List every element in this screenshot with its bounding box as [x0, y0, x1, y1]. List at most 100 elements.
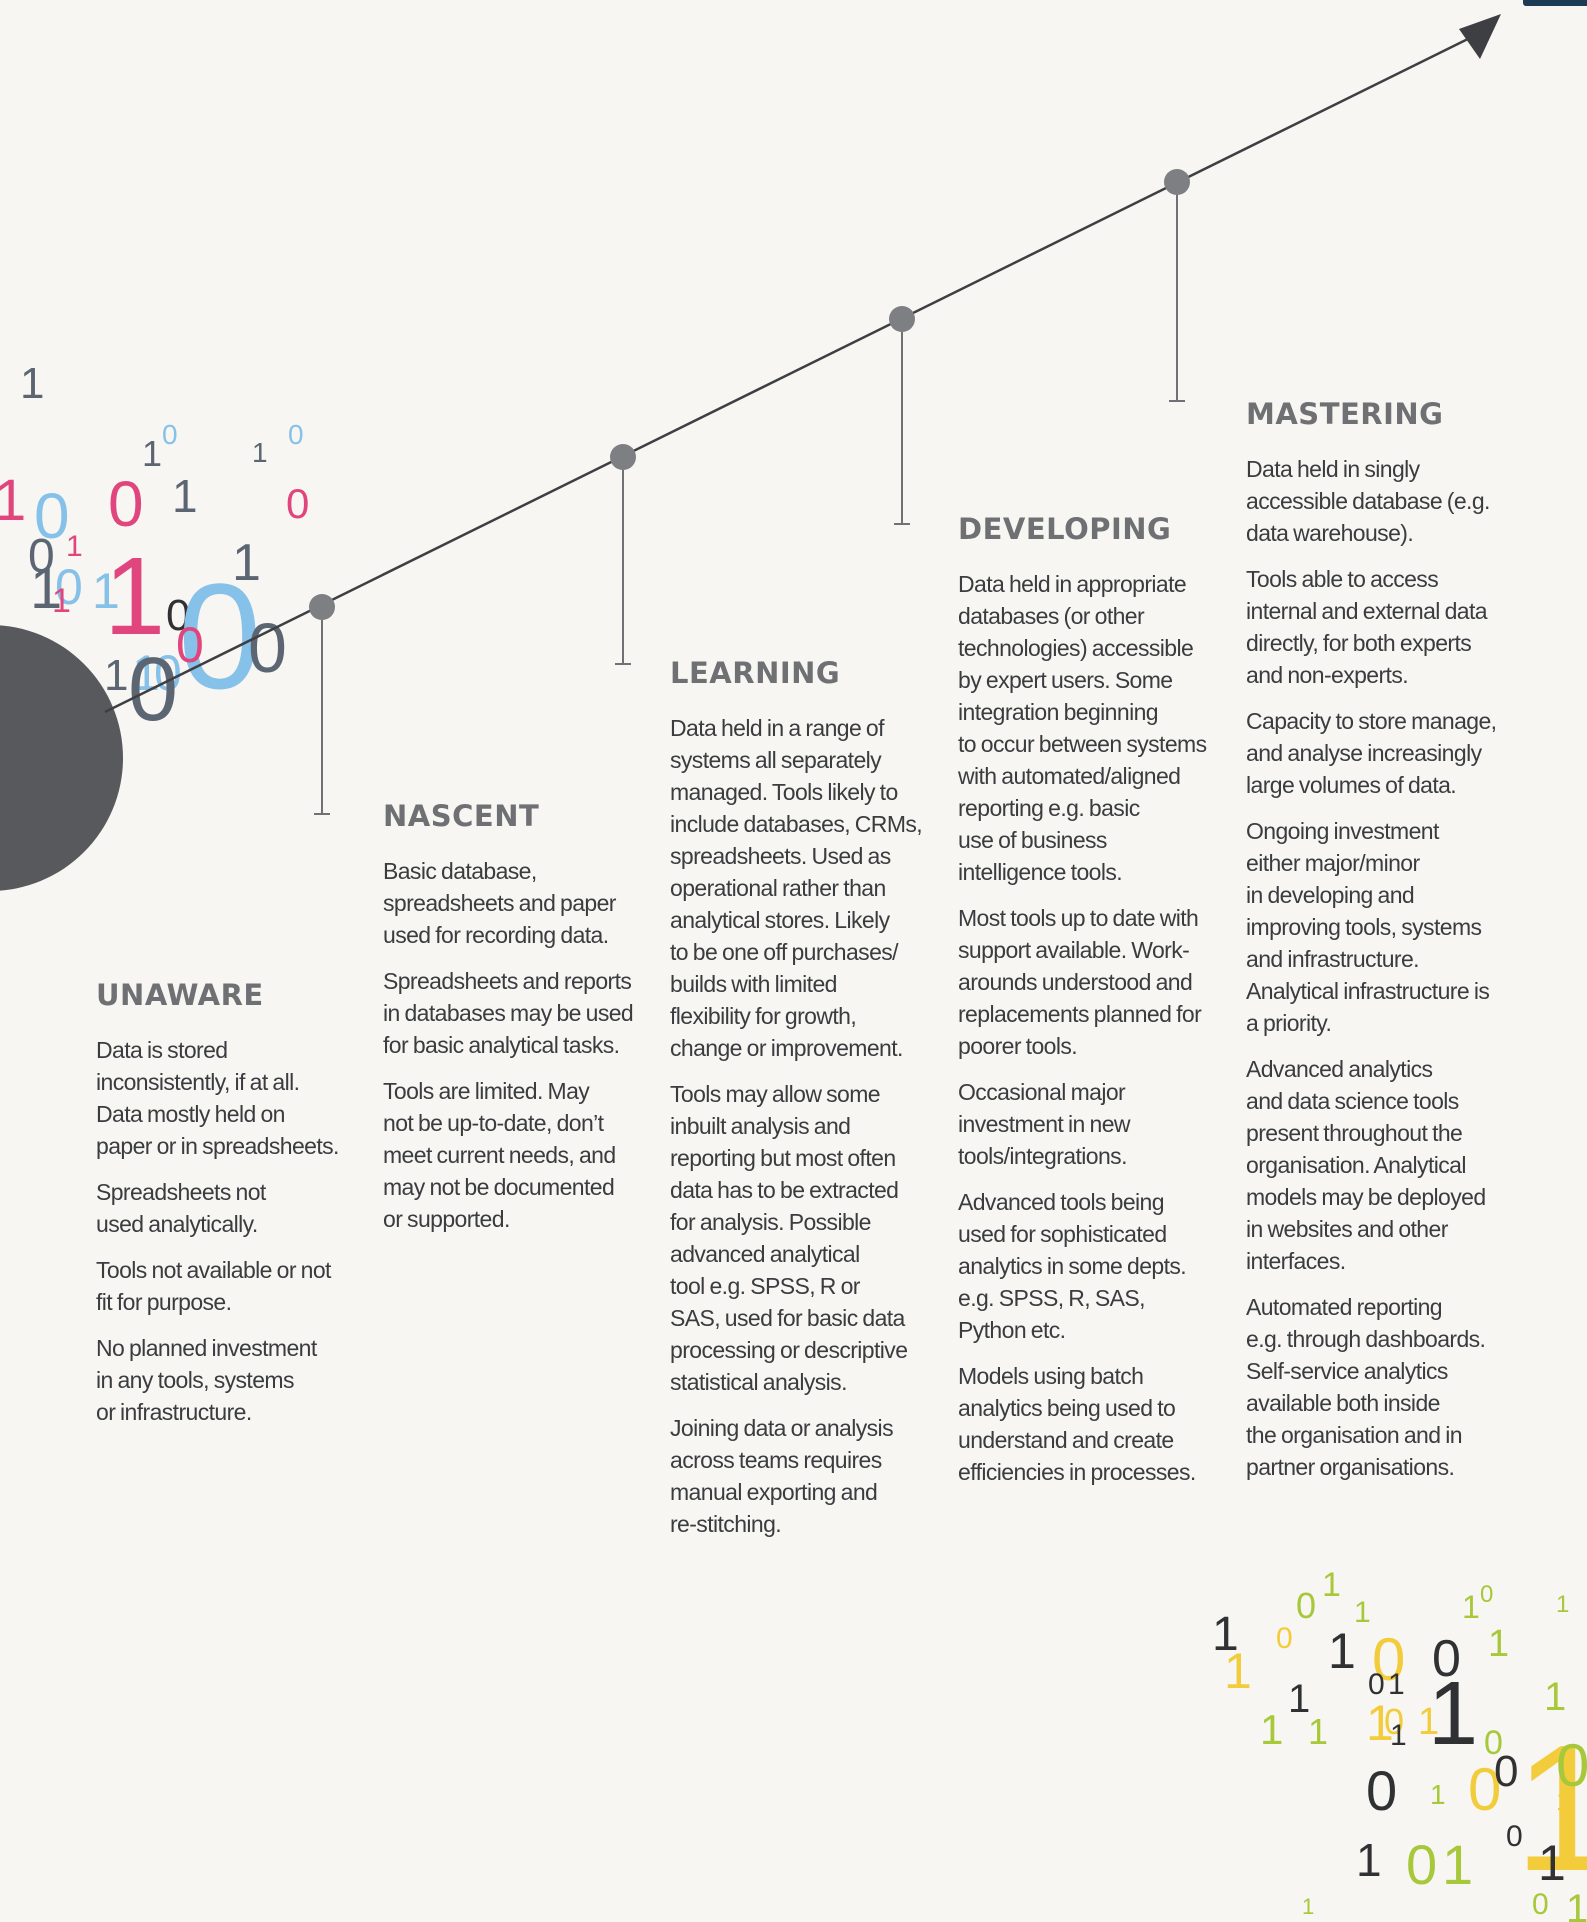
stage-paragraph: Data held in singly accessible database … [1246, 456, 1490, 546]
digit: 1 [252, 437, 268, 468]
digit: 0 [1556, 1732, 1587, 1799]
stage-paragraph: Data held in appropriate databases (or o… [958, 571, 1207, 885]
digit: 1 [172, 470, 198, 522]
digit: 1 [1418, 1701, 1439, 1743]
digit: 0 [1480, 1581, 1493, 1608]
digit: 1 [1556, 1786, 1570, 1816]
digit: 1 [1430, 1779, 1446, 1810]
stage-connectors [314, 182, 1185, 815]
digit: 0 [1296, 1585, 1316, 1626]
digit: 1 [104, 535, 165, 658]
digit: 1 [142, 433, 162, 474]
digit: 1 [20, 359, 44, 408]
digit: 1 [30, 556, 62, 621]
maturity-progress-line [104, 30, 1483, 714]
stage-title: DEVELOPING [958, 512, 1172, 546]
digit: 0 [108, 468, 144, 540]
arrow-head-icon [1459, 14, 1501, 59]
digit: 0 [288, 419, 304, 450]
digit: 1 [1288, 1677, 1310, 1721]
stage-paragraph: Occasional major investment in new tools… [958, 1079, 1130, 1169]
digit: 1 [92, 563, 120, 619]
digit: 1 [66, 530, 83, 563]
digit: 1 [1462, 1589, 1480, 1625]
digit: 0 [154, 645, 182, 701]
stage-paragraph: Spreadsheets and reports in databases ma… [383, 968, 634, 1058]
digit: 0 [176, 617, 204, 673]
digit: 0 [1276, 1622, 1293, 1655]
stage-paragraph: Ongoing investment either major/minor in… [1246, 818, 1490, 1036]
digit: 1 [1556, 1591, 1569, 1618]
digit: 1 [0, 468, 26, 533]
digit: 0 [286, 480, 309, 527]
stage-paragraph: Data is stored inconsistently, if at all… [96, 1037, 339, 1159]
digit: 0 [55, 559, 83, 615]
digit: 0 [1506, 1820, 1523, 1853]
digit: 0 [1368, 1668, 1385, 1701]
digit: 1 [1356, 1834, 1382, 1886]
stage-title: LEARNING [670, 656, 841, 690]
stage-developing: DEVELOPING Data held in appropriate data… [958, 512, 1258, 1502]
digit: 1 [1442, 1833, 1473, 1896]
stage-nascent: NASCENT Basic database, spreadsheets and… [383, 799, 683, 1249]
stage-paragraph: Data held in a range of systems all sepa… [670, 715, 923, 1061]
digit: 1 [1388, 1668, 1405, 1701]
digit: 0 [1484, 1724, 1503, 1762]
digit: 0 [178, 552, 261, 720]
digit: 0 [1432, 1630, 1461, 1688]
stage-title: MASTERING [1246, 397, 1444, 431]
stage-paragraph: Tools able to access internal and extern… [1246, 566, 1488, 688]
stage-paragraph: No planned investment in any tools, syst… [96, 1335, 317, 1425]
digit: 1 [1390, 1719, 1407, 1752]
digit: 1 [232, 534, 261, 592]
digit: 1 [1428, 1664, 1478, 1764]
digit: 1 [1302, 1894, 1314, 1919]
stage-paragraph: Capacity to store manage, and analyse in… [1246, 708, 1497, 798]
digit: 1 [1354, 1596, 1371, 1629]
stage-paragraph: Models using batch analytics being used … [958, 1363, 1196, 1485]
digit: 1 [52, 582, 71, 620]
stage-paragraph: Automated reporting e.g. through dashboa… [1246, 1294, 1486, 1480]
stage-title: NASCENT [383, 799, 540, 833]
stage-paragraph: Advanced analytics and data science tool… [1246, 1056, 1486, 1274]
digit: 0 [1372, 1626, 1405, 1693]
digit: 0 [34, 480, 70, 552]
digit: 0 [1532, 1888, 1549, 1921]
stage-paragraph: Most tools up to date with support avail… [958, 905, 1202, 1059]
digit: 0 [248, 609, 287, 687]
corner-tab [1523, 0, 1587, 6]
digit: 0 [162, 419, 178, 450]
digit: 0 [1366, 1759, 1397, 1822]
start-circle [0, 625, 123, 891]
digit: 1 [1366, 1695, 1394, 1751]
digit: 1 [1212, 1608, 1239, 1661]
node-developing [1164, 169, 1190, 195]
stage-unaware: UNAWARE Data is stored inconsistently, i… [96, 978, 396, 1442]
stage-paragraph: Basic database, spreadsheets and paper u… [383, 858, 616, 948]
digit: 0 [1494, 1747, 1518, 1796]
digit: 0 [28, 530, 55, 583]
node-nascent [610, 444, 636, 470]
digit: 0 [128, 640, 178, 740]
node-learning [889, 306, 915, 332]
stage-paragraph: Tools are limited. May not be up-to-date… [383, 1078, 616, 1232]
stage-paragraph: Spreadsheets not used analytically. [96, 1179, 266, 1237]
digit: 1 [1322, 1566, 1341, 1604]
digit: 1 [1260, 1706, 1283, 1753]
binary-digits-left-decoration: 1 1 0 1 0 1 0 0 1 0 0 1 1 0 1 1 1 1 0 0 … [0, 359, 309, 740]
digit: 1 [104, 651, 128, 700]
digit: 0 [1406, 1833, 1437, 1896]
binary-digits-right-decoration: 1 1 0 0 1 1 1 0 0 1 0 1 1 1 1 1 0 1 1 0 … [1212, 1566, 1587, 1922]
digit: 0 [166, 591, 190, 640]
digit: 0 [1384, 1701, 1404, 1742]
digit: 1 [1308, 1711, 1328, 1752]
stage-paragraph: Tools may allow some inbuilt analysis an… [670, 1081, 908, 1395]
stage-learning: LEARNING Data held in a range of systems… [670, 656, 970, 1554]
digit: 1 [1538, 1835, 1566, 1891]
stage-title: UNAWARE [96, 978, 264, 1012]
digit: 1 [1544, 1675, 1566, 1719]
digit: 1 [1328, 1623, 1356, 1679]
stage-paragraph: Tools not available or not fit for purpo… [96, 1257, 331, 1315]
digit: 1 [1488, 1623, 1509, 1665]
